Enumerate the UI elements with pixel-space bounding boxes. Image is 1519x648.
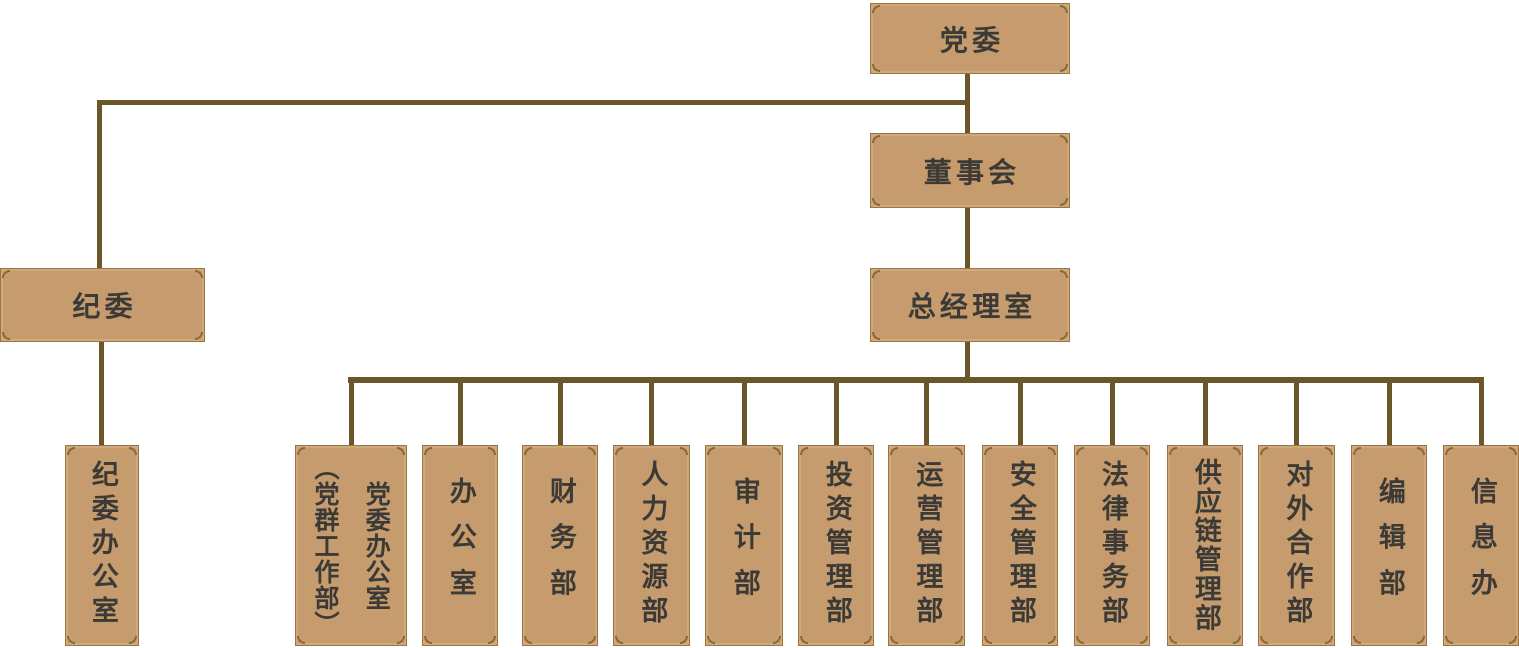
node-dept-audit-inner: 审计部 [706,446,782,645]
node-dept-legal-affairs-label: 法律事务部 [1096,460,1128,631]
node-discipline-committee-label: 纪委 [72,290,137,323]
node-party-committee-inner: 党委 [871,4,1069,73]
node-dept-operations-management-inner: 运营管理部 [889,446,964,645]
node-discipline-committee-office: 纪委办公室 [65,445,139,646]
node-discipline-committee-office-inner: 纪委办公室 [66,446,138,645]
node-dept-party-office-label: 党委办公室 （党群工作部） [311,454,392,637]
connector-drop-10 [1203,382,1208,446]
node-dept-investment-management: 投资管理部 [798,445,874,646]
node-dept-editorial-label: 编辑部 [1373,476,1405,615]
node-dept-information-office-label: 信息办 [1465,476,1497,615]
connector-board-to-gm [965,208,970,269]
node-dept-information-office-inner: 信息办 [1444,446,1518,645]
connector-drop-12 [1387,382,1392,446]
node-dept-external-cooperation-label: 对外合作部 [1281,460,1313,631]
node-dept-safety-management-inner: 安全管理部 [983,446,1057,645]
node-dept-audit: 审计部 [705,445,783,646]
node-discipline-committee: 纪委 [0,268,205,342]
node-party-committee-label: 党委 [939,23,1005,57]
node-dept-information-office: 信息办 [1443,445,1519,646]
node-dept-editorial-inner: 编辑部 [1352,446,1426,645]
node-dept-operations-management-label: 运营管理部 [911,460,943,631]
connector-drop-4 [649,382,654,446]
connector-drop-7 [924,382,929,446]
node-dept-party-office: 党委办公室 （党群工作部） [295,445,407,646]
node-dept-finance-inner: 财务部 [523,446,597,645]
connector-drop-3 [558,382,563,446]
connector-departments-bus [348,377,1484,383]
connector-branch-horizontal [97,100,970,105]
node-dept-human-resources: 人力资源部 [613,445,690,646]
connector-discipline-to-office [99,342,104,446]
node-board-of-directors-label: 董事会 [923,155,1021,189]
node-dept-supply-chain-management-inner: 供应链管理部 [1168,446,1242,645]
node-dept-supply-chain-management: 供应链管理部 [1167,445,1243,646]
connector-drop-13 [1479,382,1484,446]
node-discipline-committee-inner: 纪委 [1,269,204,341]
node-board-of-directors-inner: 董事会 [871,134,1069,207]
node-dept-legal-affairs: 法律事务部 [1074,445,1150,646]
connector-drop-2 [458,382,463,446]
node-general-manager-office-label: 总经理室 [907,290,1037,323]
node-dept-supply-chain-management-label: 供应链管理部 [1189,458,1221,633]
connector-drop-1 [349,382,354,446]
node-general-manager-office-inner: 总经理室 [871,269,1069,341]
node-dept-external-cooperation: 对外合作部 [1258,445,1335,646]
node-general-manager-office: 总经理室 [870,268,1070,342]
node-dept-party-office-inner: 党委办公室 （党群工作部） [296,446,406,645]
node-dept-investment-management-inner: 投资管理部 [799,446,873,645]
connector-drop-9 [1110,382,1115,446]
node-dept-investment-management-label: 投资管理部 [820,460,852,631]
node-dept-operations-management: 运营管理部 [888,445,965,646]
connector-branch-to-discipline [97,103,102,268]
node-dept-general-office: 办公室 [422,445,498,646]
connector-gm-to-bus [965,342,970,378]
node-dept-audit-label: 审计部 [728,476,760,615]
connector-drop-6 [834,382,839,446]
connector-drop-8 [1018,382,1023,446]
node-dept-safety-management: 安全管理部 [982,445,1058,646]
node-dept-human-resources-inner: 人力资源部 [614,446,689,645]
node-dept-finance: 财务部 [522,445,598,646]
connector-drop-11 [1294,382,1299,446]
node-board-of-directors: 董事会 [870,133,1070,208]
node-dept-human-resources-label: 人力资源部 [636,460,668,631]
connector-drop-5 [742,382,747,446]
node-discipline-committee-office-label: 纪委办公室 [86,460,118,631]
node-dept-general-office-label: 办公室 [444,476,476,615]
node-dept-editorial: 编辑部 [1351,445,1427,646]
node-dept-safety-management-label: 安全管理部 [1004,460,1036,631]
node-dept-finance-label: 财务部 [544,476,576,615]
node-party-committee: 党委 [870,3,1070,74]
node-dept-general-office-inner: 办公室 [423,446,497,645]
node-dept-external-cooperation-inner: 对外合作部 [1259,446,1334,645]
node-dept-legal-affairs-inner: 法律事务部 [1075,446,1149,645]
